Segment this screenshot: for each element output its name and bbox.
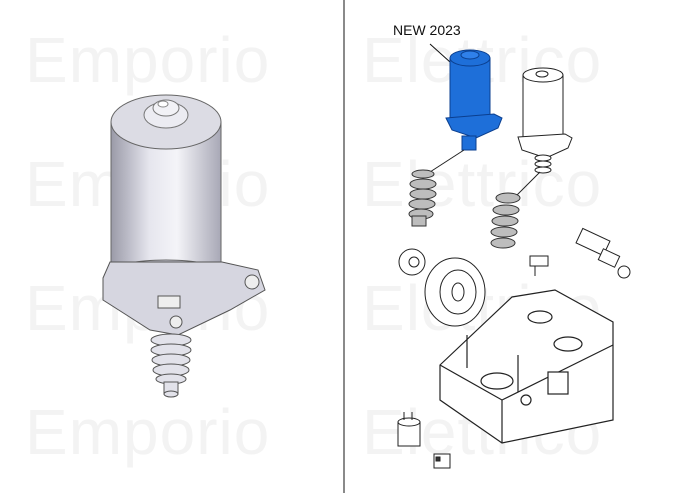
left-panel-motor-illustration: [0, 0, 344, 500]
new-2023-callout-label: NEW 2023: [393, 22, 461, 38]
pinion-gear: [398, 248, 426, 276]
gear-cover: [424, 257, 486, 327]
worm-gear-2: [490, 192, 521, 249]
panel-divider: [343, 0, 345, 493]
gearbox-housing: [439, 289, 614, 444]
terminal-block: [433, 453, 451, 469]
new-motor-highlighted: [445, 49, 503, 151]
worm-gear-1: [408, 169, 437, 227]
old-motor: [517, 67, 573, 174]
gray-motor-image: [102, 94, 266, 398]
release-shaft: [575, 227, 631, 279]
capacitor: [397, 412, 421, 447]
limit-switch: [529, 255, 549, 276]
